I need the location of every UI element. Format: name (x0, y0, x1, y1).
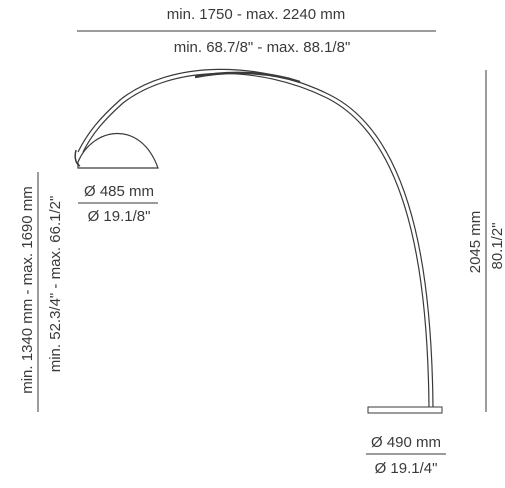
total-height-metric-label: 2045 mm (467, 211, 484, 274)
base-diameter-imperial-label: Ø 19.1/4" (375, 460, 438, 477)
lamp-arc-outer (77, 68, 434, 409)
height-range-imperial-label: min. 52.3/4" - max. 66.1/2" (47, 196, 64, 373)
lamp-shade (77, 132, 159, 169)
shade-diameter-imperial-label: Ø 19.1/8" (88, 208, 151, 225)
total-height-dimension: 2045 mm 80.1/2" (467, 70, 505, 412)
base-diameter-metric-label: Ø 490 mm (371, 434, 441, 451)
shade-diameter-dimension: Ø 485 mm Ø 19.1/8" (78, 183, 158, 225)
arc-floor-lamp (74, 68, 443, 414)
lamp-arc-inner (82, 72, 430, 409)
lamp-arc-highlight (194, 71, 301, 84)
width-imperial-label: min. 68.7/8" - max. 88.1/8" (174, 39, 351, 56)
height-range-dimension: min. 1340 mm - max. 1690 mm min. 52.3/4"… (19, 172, 64, 412)
total-height-imperial-label: 80.1/2" (489, 222, 505, 269)
height-range-metric-label: min. 1340 mm - max. 1690 mm (19, 186, 36, 394)
base-diameter-dimension: Ø 490 mm Ø 19.1/4" (366, 434, 446, 477)
lamp-shade-rim (74, 149, 81, 167)
shade-diameter-metric-label: Ø 485 mm (84, 183, 154, 200)
lamp-base (367, 406, 443, 414)
width-dimension: min. 1750 - max. 2240 mm min. 68.7/8" - … (77, 6, 436, 56)
width-metric-label: min. 1750 - max. 2240 mm (167, 6, 345, 23)
